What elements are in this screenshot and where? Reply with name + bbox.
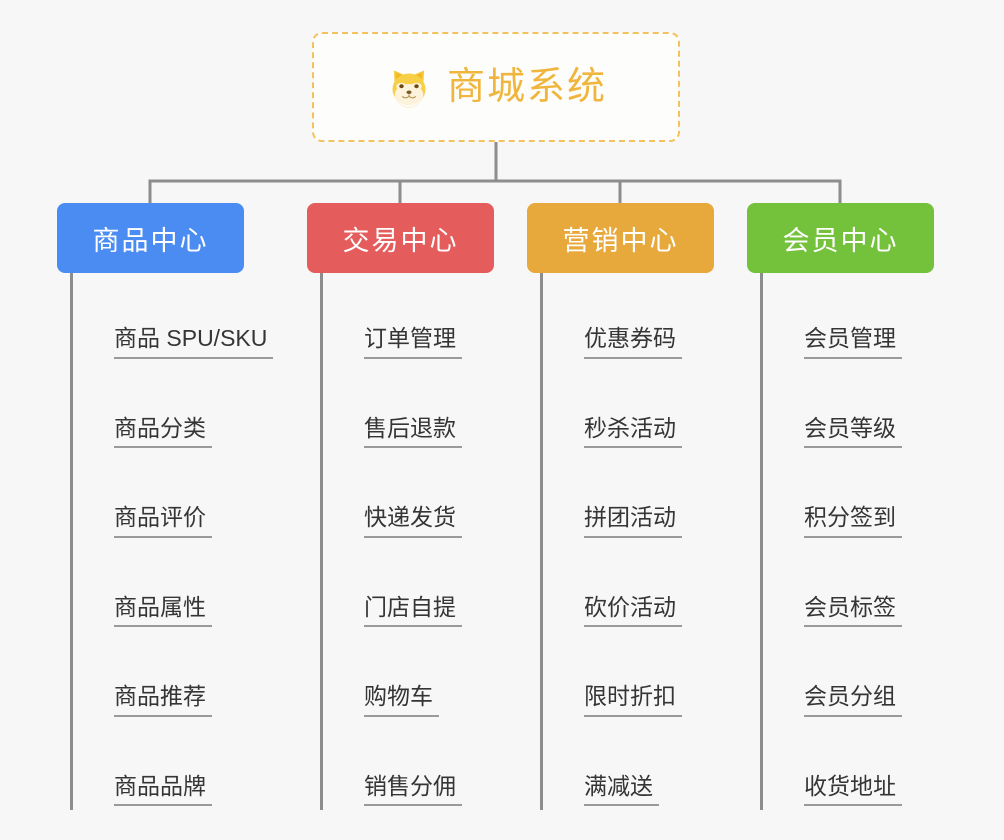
- list-item[interactable]: 商品推荐: [76, 631, 307, 721]
- category-title-1: 交易中心: [342, 225, 459, 256]
- category-header-1[interactable]: 交易中心: [307, 203, 494, 273]
- list-item[interactable]: 收货地址: [766, 721, 967, 811]
- list-item[interactable]: 会员标签: [766, 542, 967, 632]
- list-item[interactable]: 会员分组: [766, 631, 967, 721]
- list-item[interactable]: 秒杀活动: [546, 363, 747, 453]
- leaf-label: 拼团活动: [584, 504, 682, 538]
- column-product-center: 商品中心 商品 SPU/SKU 商品分类 商品评价 商品属性 商品推荐 商品品牌: [57, 203, 307, 810]
- leaf-label: 砍价活动: [584, 594, 682, 627]
- list-item[interactable]: 商品评价: [76, 452, 307, 542]
- leaf-label: 门店自提: [364, 594, 462, 627]
- list-item[interactable]: 商品分类: [76, 363, 307, 453]
- root-title: 商城系统: [446, 66, 607, 108]
- leaf-label: 会员分组: [804, 683, 902, 717]
- category-header-3[interactable]: 会员中心: [747, 203, 934, 273]
- leaf-list-0: 商品 SPU/SKU 商品分类 商品评价 商品属性 商品推荐 商品品牌: [70, 273, 307, 810]
- list-item[interactable]: 会员管理: [766, 273, 967, 363]
- leaf-list-3: 会员管理 会员等级 积分签到 会员标签 会员分组 收货地址: [760, 273, 967, 810]
- leaf-label: 商品属性: [114, 594, 212, 627]
- list-item[interactable]: 商品品牌: [76, 721, 307, 811]
- root-node[interactable]: 商城系统: [312, 32, 680, 142]
- list-item[interactable]: 积分签到: [766, 452, 967, 542]
- leaf-label: 会员管理: [804, 325, 902, 359]
- leaf-label: 销售分佣: [364, 773, 462, 806]
- list-item[interactable]: 销售分佣: [326, 721, 527, 811]
- category-title-3: 会员中心: [782, 225, 899, 256]
- leaf-label: 商品评价: [114, 504, 212, 538]
- list-item[interactable]: 会员等级: [766, 363, 967, 453]
- list-item[interactable]: 售后退款: [326, 363, 527, 453]
- list-item[interactable]: 快递发货: [326, 452, 527, 542]
- list-item[interactable]: 满减送: [546, 721, 747, 811]
- column-marketing-center: 营销中心 优惠券码 秒杀活动 拼团活动 砍价活动 限时折扣 满减送: [527, 203, 747, 810]
- leaf-label: 收货地址: [804, 773, 902, 806]
- leaf-label: 商品分类: [114, 415, 212, 448]
- leaf-label: 购物车: [364, 683, 439, 717]
- list-item[interactable]: 限时折扣: [546, 631, 747, 721]
- column-member-center: 会员中心 会员管理 会员等级 积分签到 会员标签 会员分组 收货地址: [747, 203, 967, 810]
- leaf-list-2: 优惠券码 秒杀活动 拼团活动 砍价活动 限时折扣 满减送: [540, 273, 747, 810]
- list-item[interactable]: 门店自提: [326, 542, 527, 632]
- leaf-label: 秒杀活动: [584, 415, 682, 448]
- category-header-0[interactable]: 商品中心: [57, 203, 244, 273]
- leaf-label: 满减送: [584, 773, 659, 806]
- leaf-label: 限时折扣: [584, 683, 682, 717]
- leaf-label: 商品品牌: [114, 773, 212, 806]
- category-title-2: 营销中心: [562, 225, 679, 256]
- list-item[interactable]: 砍价活动: [546, 542, 747, 632]
- leaf-label: 商品推荐: [114, 683, 212, 717]
- list-item[interactable]: 拼团活动: [546, 452, 747, 542]
- list-item[interactable]: 购物车: [326, 631, 527, 721]
- category-header-2[interactable]: 营销中心: [527, 203, 714, 273]
- column-trade-center: 交易中心 订单管理 售后退款 快递发货 门店自提 购物车 销售分佣: [307, 203, 527, 810]
- leaf-label: 订单管理: [364, 325, 462, 359]
- list-item[interactable]: 商品 SPU/SKU: [76, 273, 307, 363]
- leaf-label: 商品 SPU/SKU: [114, 325, 274, 359]
- leaf-label: 积分签到: [804, 504, 902, 538]
- category-title-0: 商品中心: [92, 225, 209, 256]
- leaf-label: 售后退款: [364, 415, 462, 448]
- leaf-label: 会员等级: [804, 415, 902, 448]
- leaf-list-1: 订单管理 售后退款 快递发货 门店自提 购物车 销售分佣: [320, 273, 527, 810]
- leaf-label: 会员标签: [804, 594, 902, 627]
- leaf-label: 优惠券码: [584, 325, 682, 359]
- list-item[interactable]: 商品属性: [76, 542, 307, 632]
- shiba-inu-icon: [392, 70, 426, 108]
- leaf-label: 快递发货: [364, 504, 462, 538]
- list-item[interactable]: 订单管理: [326, 273, 527, 363]
- list-item[interactable]: 优惠券码: [546, 273, 747, 363]
